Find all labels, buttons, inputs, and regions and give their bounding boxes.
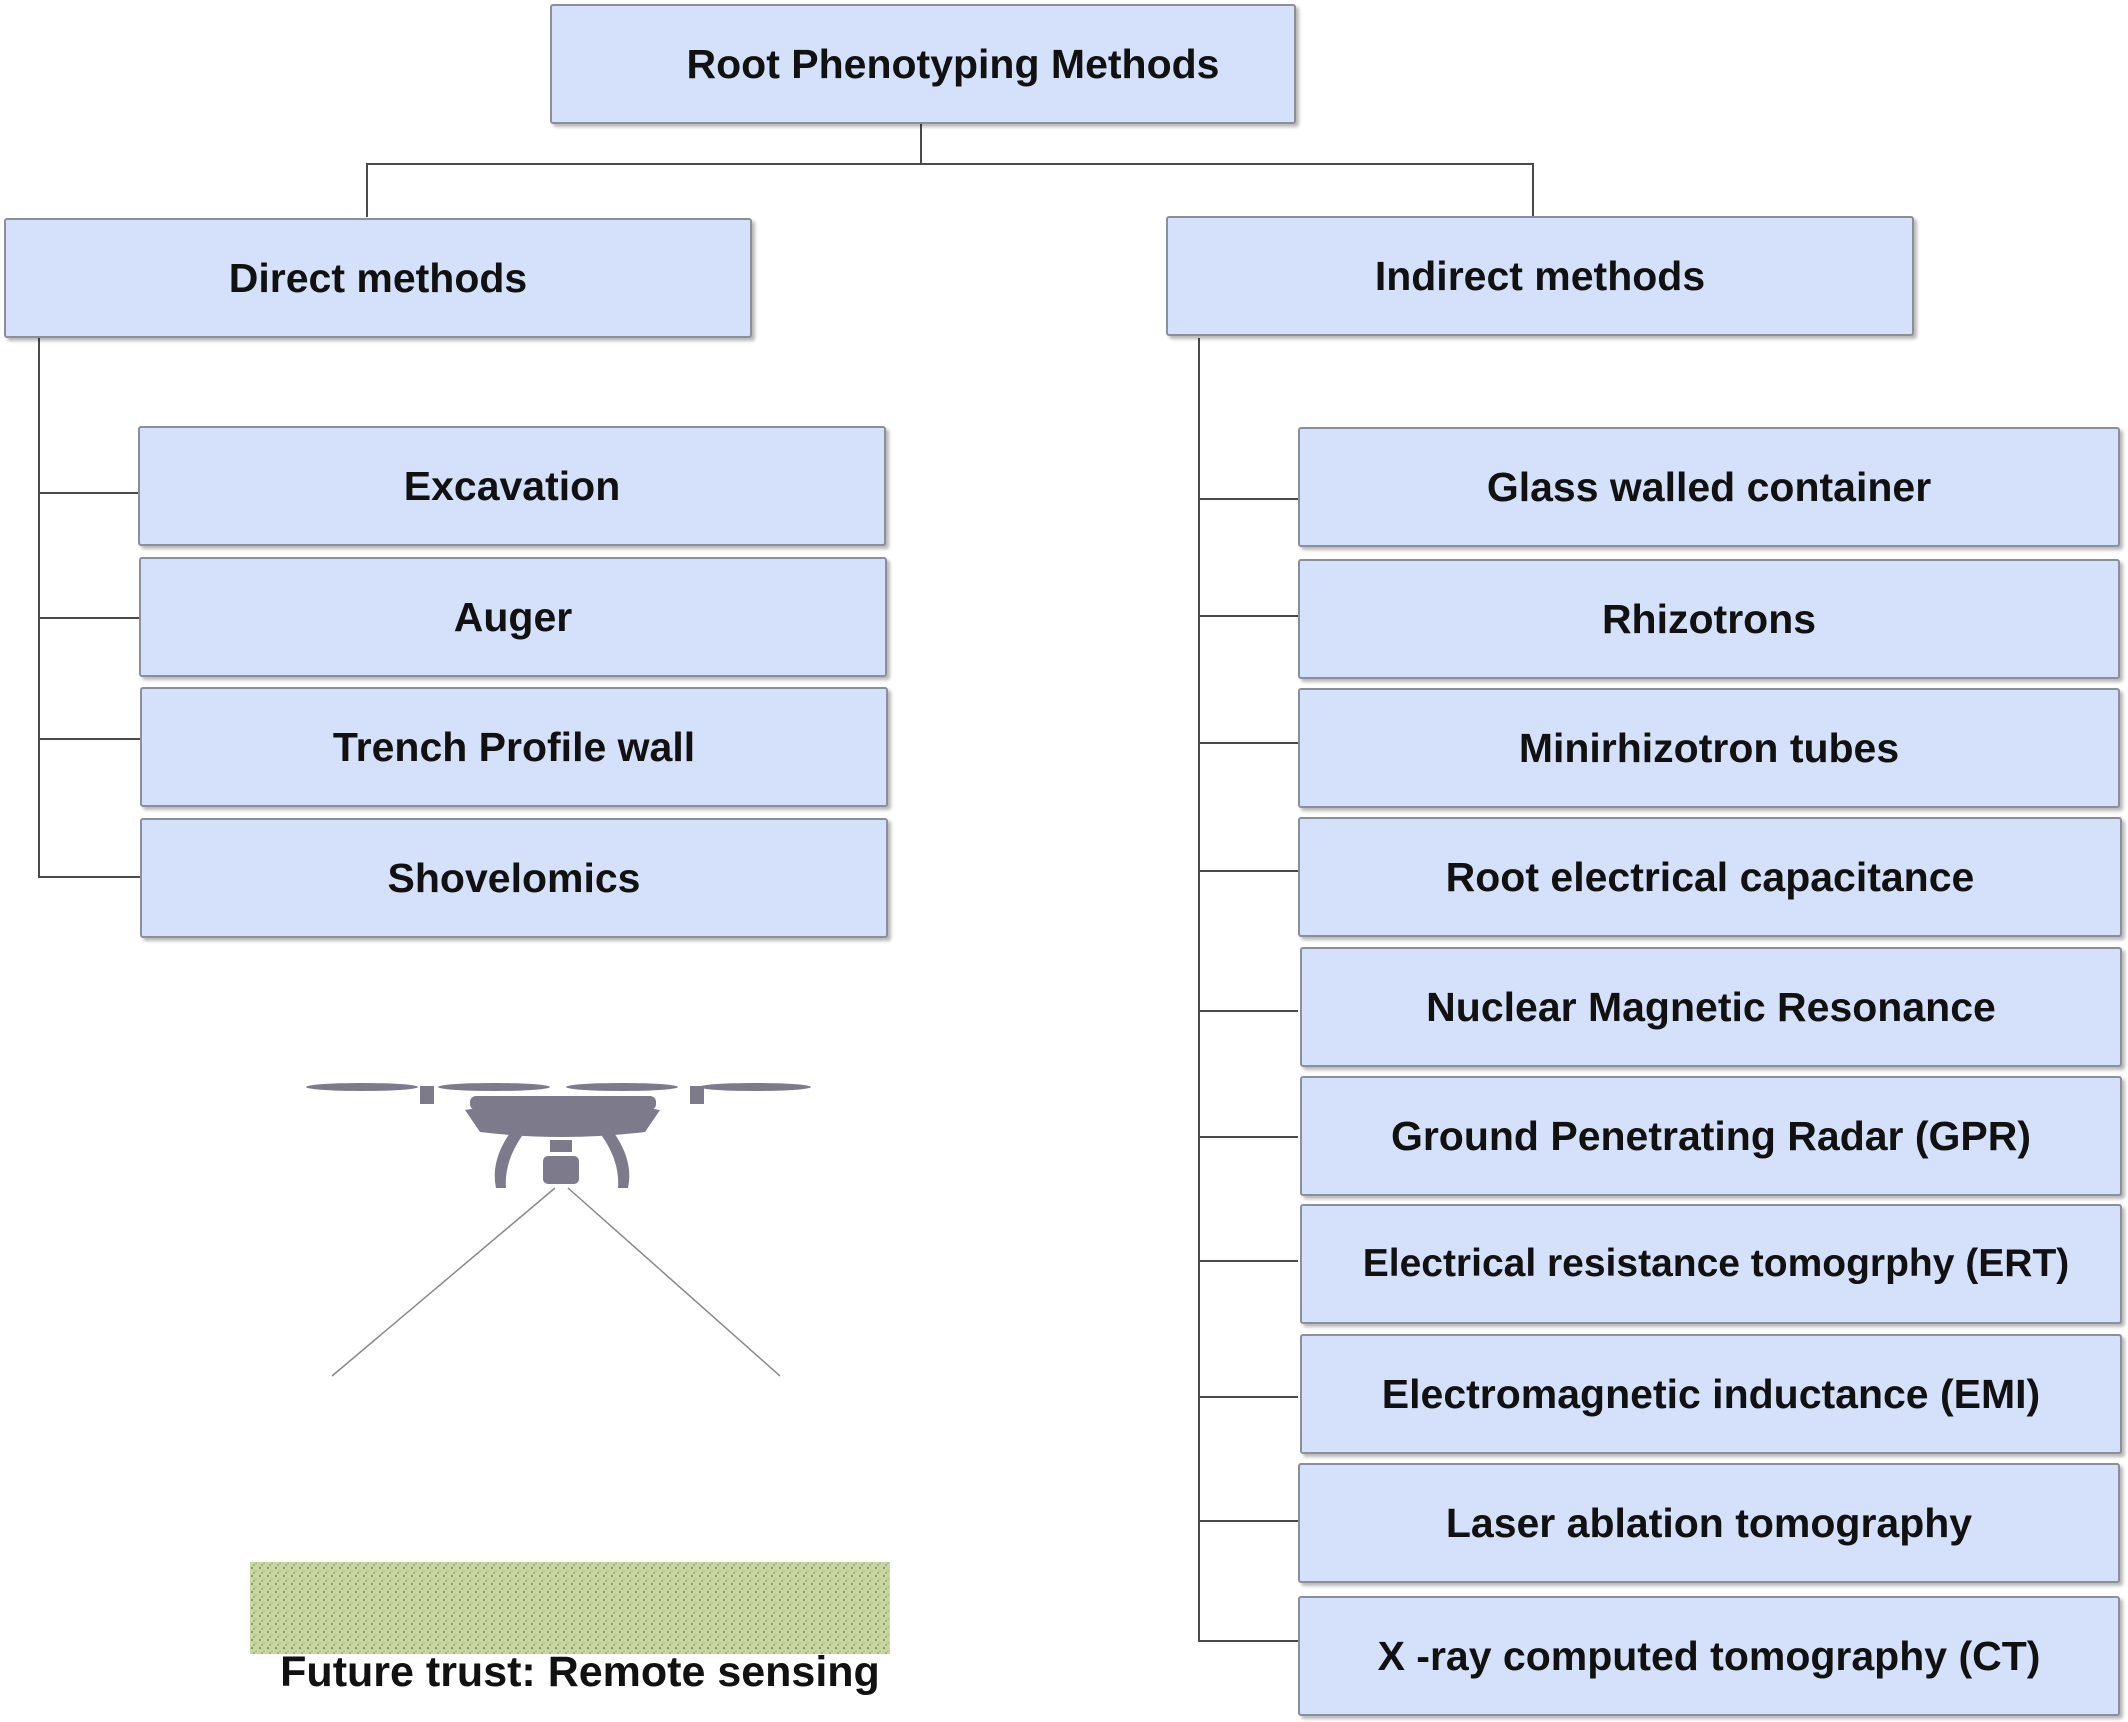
direct-item: Trench Profile wall (140, 687, 888, 807)
indirect-methods-node: Indirect methods (1166, 216, 1914, 336)
soil-strip (250, 1562, 890, 1654)
indirect-item: Nuclear Magnetic Resonance (1300, 947, 2122, 1067)
indirect-item: Electromagnetic inductance (EMI) (1300, 1334, 2122, 1454)
illustration-caption: Future trust: Remote sensing (280, 1648, 880, 1696)
connector-indirect-branch (1198, 615, 1298, 617)
connector-direct-branch (38, 876, 140, 878)
connector-indirect-branch (1198, 1520, 1298, 1522)
connector-indirect-spine (1198, 338, 1200, 1642)
direct-item: Excavation (138, 426, 886, 546)
connector-direct-branch (38, 617, 140, 619)
connector-direct-spine (38, 338, 40, 878)
root-node: Root Phenotyping Methods (550, 4, 1296, 124)
direct-methods-node: Direct methods (4, 218, 752, 338)
direct-item: Auger (139, 557, 887, 677)
connector-indirect-branch (1198, 1640, 1298, 1642)
connector-direct-branch (38, 738, 140, 740)
indirect-item: Electrical resistance tomogrphy (ERT) (1300, 1204, 2122, 1324)
connector-direct-branch (38, 492, 140, 494)
connector-indirect-branch (1198, 870, 1298, 872)
indirect-item: Root electrical capacitance (1298, 817, 2122, 937)
indirect-item: X -ray computed tomography (CT) (1298, 1596, 2120, 1716)
indirect-item: Laser ablation tomography (1298, 1463, 2120, 1583)
connector-to-indirect (1532, 163, 1534, 217)
connector-root-down (920, 122, 922, 164)
connector-indirect-branch (1198, 1010, 1298, 1012)
connector-indirect-branch (1198, 1260, 1298, 1262)
direct-item: Shovelomics (140, 818, 888, 938)
indirect-item: Minirhizotron tubes (1298, 688, 2120, 808)
remote-sensing-illustration (250, 1083, 890, 1654)
drone-icon (306, 1083, 811, 1188)
connector-to-direct (366, 163, 368, 217)
indirect-item: Glass walled container (1298, 427, 2120, 547)
connector-indirect-branch (1198, 742, 1298, 744)
connector-indirect-branch (1198, 1396, 1298, 1398)
connector-top-bar (366, 163, 1534, 165)
connector-indirect-branch (1198, 1136, 1298, 1138)
connector-indirect-branch (1198, 498, 1298, 500)
indirect-item: Rhizotrons (1298, 559, 2120, 679)
indirect-item: Ground Penetrating Radar (GPR) (1300, 1076, 2122, 1196)
